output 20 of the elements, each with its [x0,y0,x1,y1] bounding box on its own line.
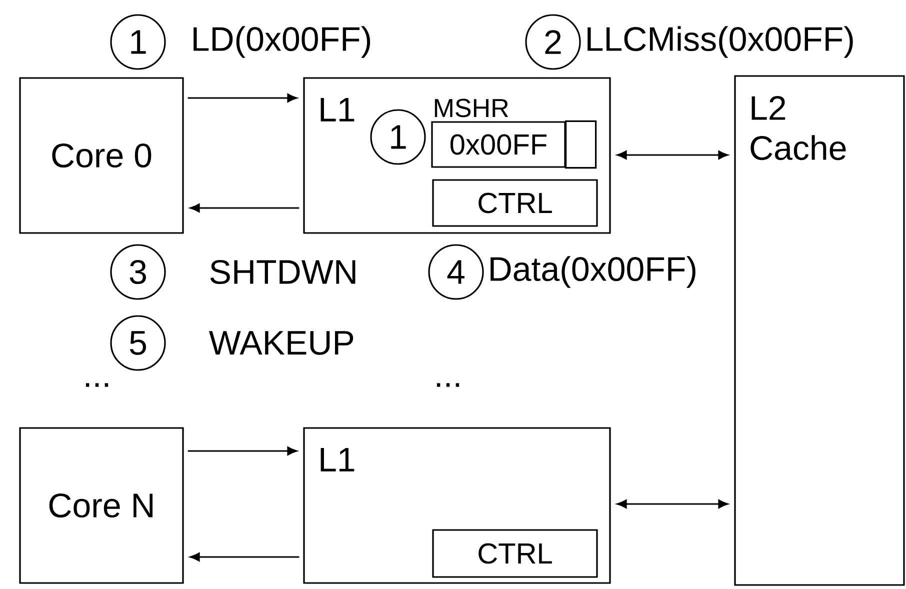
core-box: Core 0 [19,77,184,234]
callout-text: Data(0x00FF) [490,256,696,288]
ctrl-box: CTRL [432,179,598,227]
arrow [617,500,728,508]
mshr-table: 0x00FF [431,120,597,169]
arrow [190,204,300,212]
table-heading: MSHR [434,98,508,118]
callout-text: LD(0x00FF) [194,26,370,58]
arrow [188,94,298,102]
arrow [617,150,728,160]
callout-text: WAKEUP [208,331,354,355]
arrow [188,446,298,456]
cache-box: L2 Cache [734,75,905,586]
arrow [190,552,300,562]
callout-text: SHTDWN [210,260,356,284]
ellipsis: ... [86,383,108,387]
ctrl-box: CTRL [432,529,598,578]
ellipsis: ... [436,383,460,387]
core-box: Core N [19,427,184,584]
callout-text: LLCMiss(0x00FF) [588,26,853,58]
